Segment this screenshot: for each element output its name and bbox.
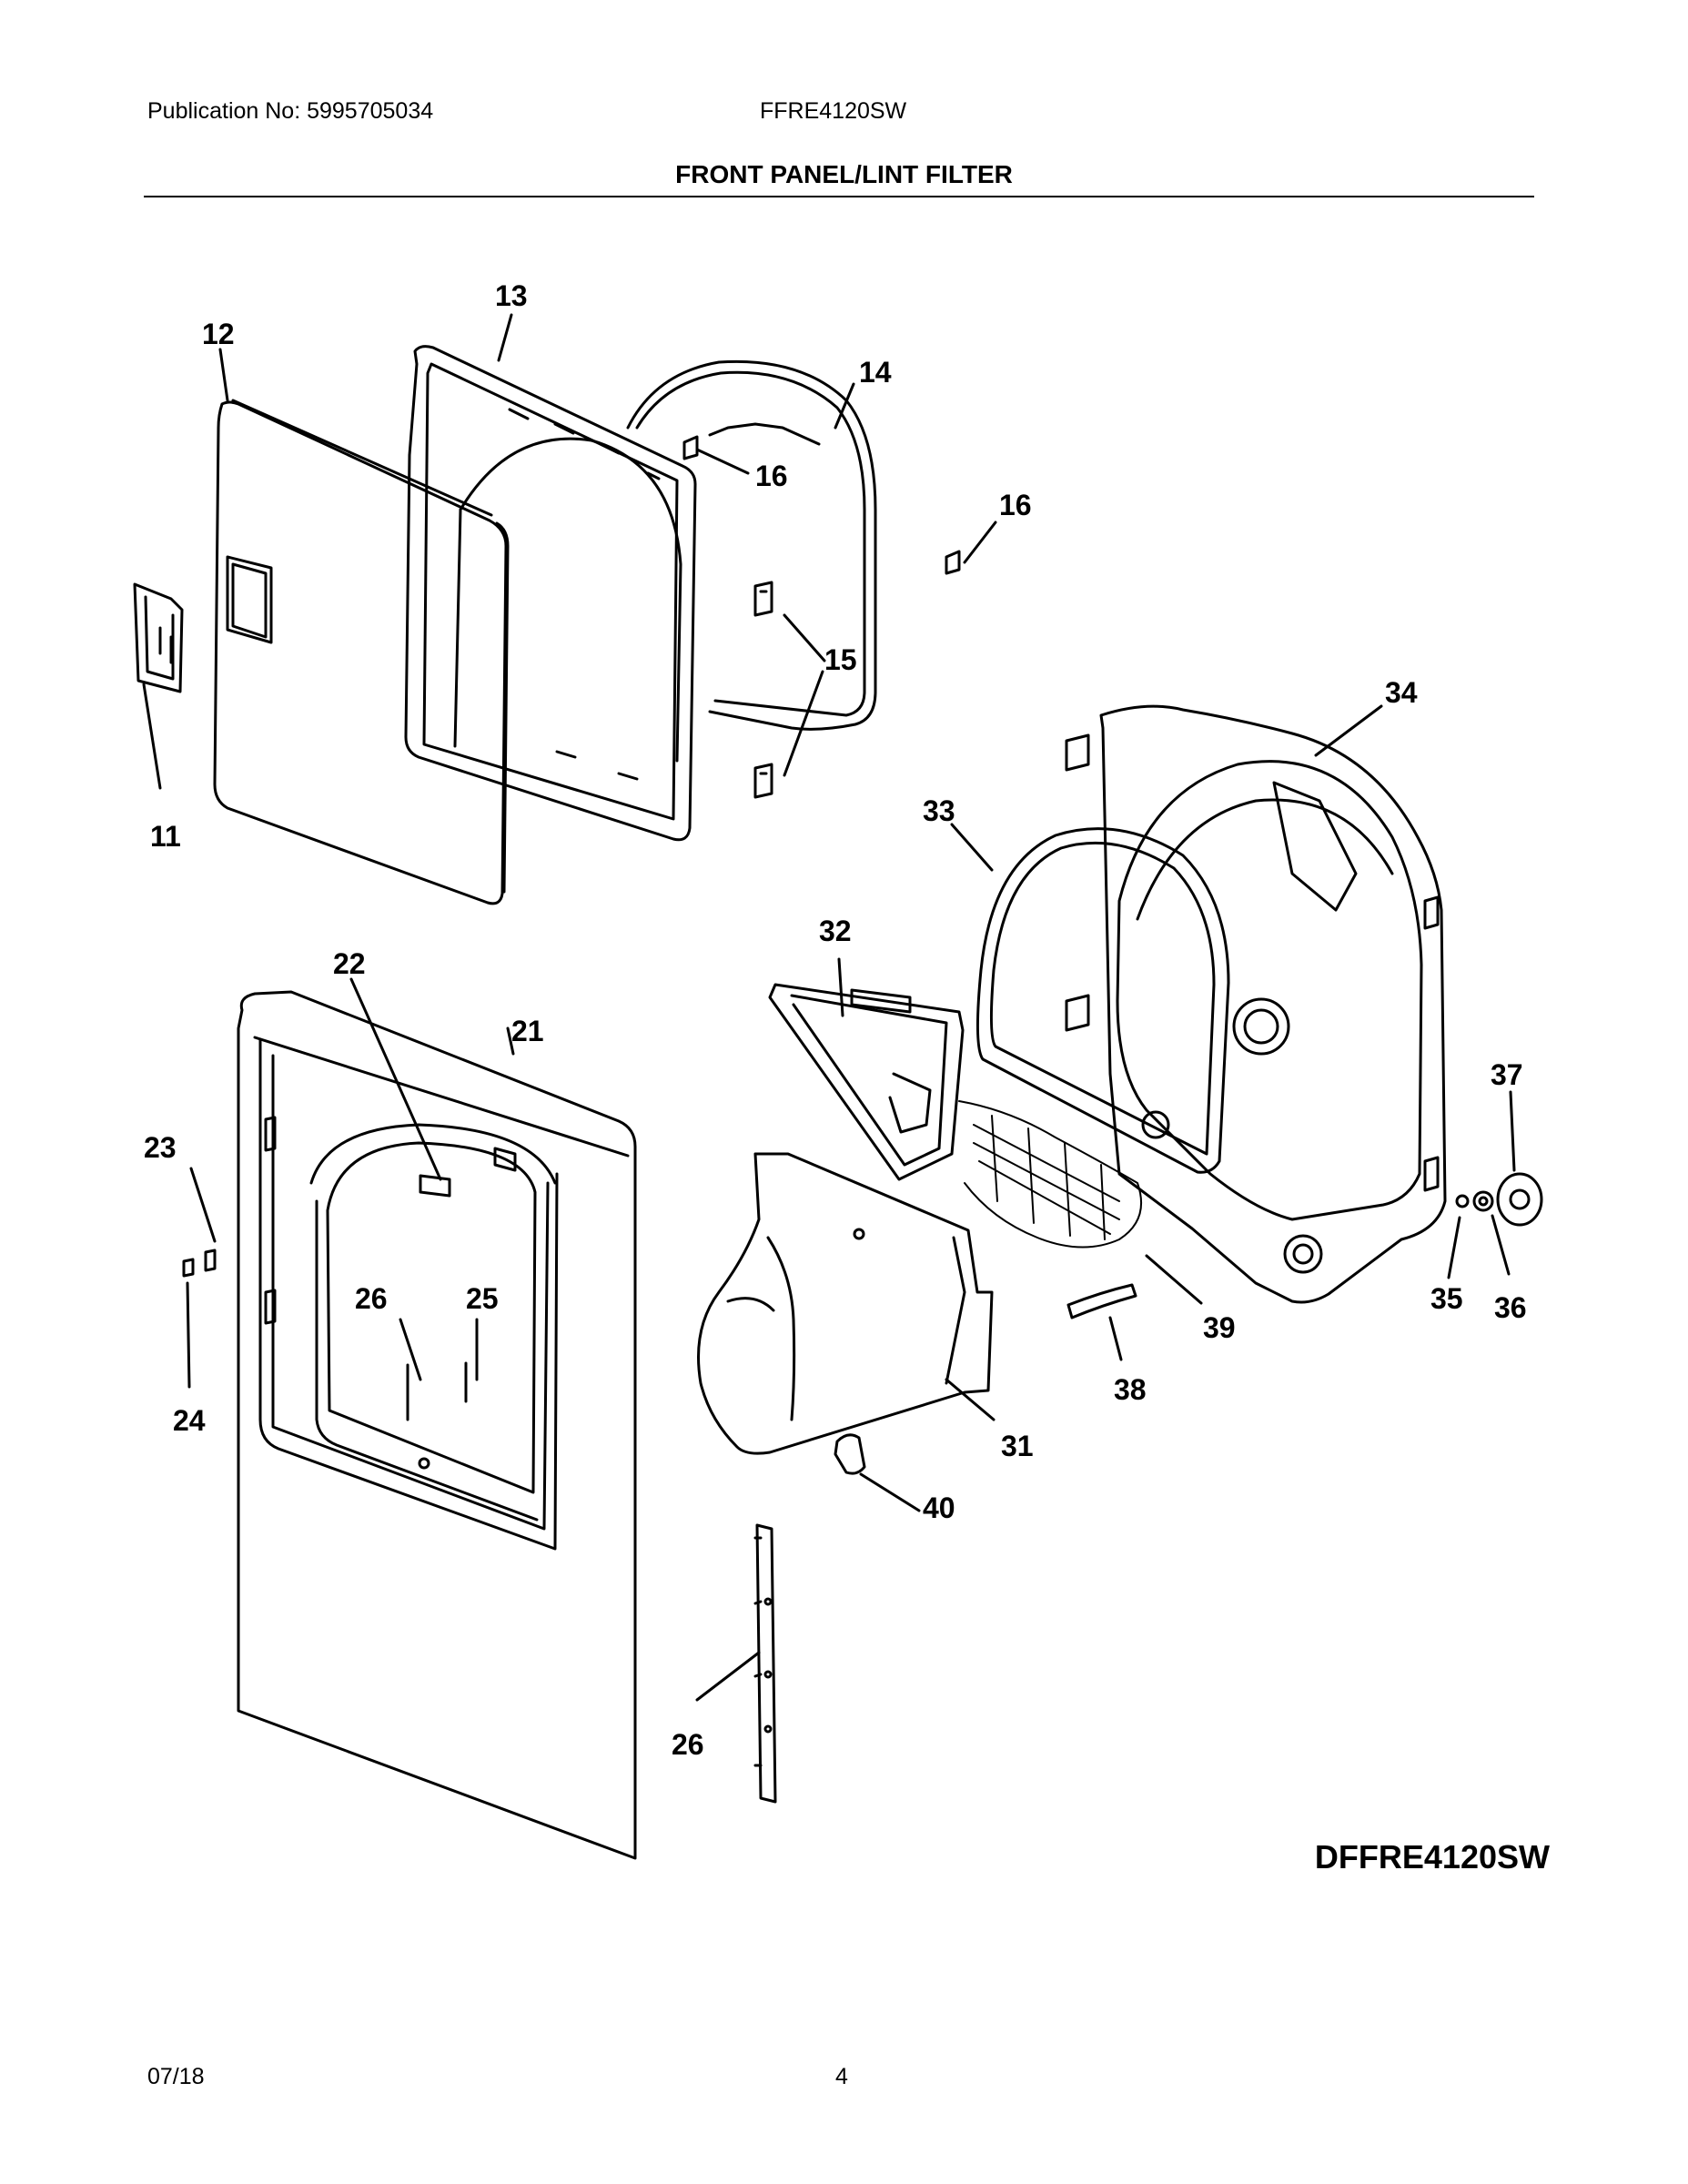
part-26-bracket <box>753 1523 777 1804</box>
callout-15: 15 <box>824 643 857 676</box>
callout-32: 32 <box>819 915 852 947</box>
part-15-hinges <box>753 581 773 799</box>
callout-33: 33 <box>923 794 955 827</box>
part-14-door-liner <box>626 359 877 731</box>
callout-11: 11 <box>150 820 181 853</box>
part-23-24-small-parts <box>182 1249 217 1278</box>
callout-16-a: 16 <box>755 460 788 492</box>
part-39-lint-screen <box>958 1100 1142 1249</box>
callout-14: 14 <box>859 356 892 389</box>
part-35-36-37-bearing <box>1455 1172 1543 1227</box>
callout-25: 25 <box>466 1282 499 1315</box>
callout-34: 34 <box>1385 676 1418 709</box>
diagram-id-label: DFFRE4120SW <box>1314 1838 1550 1876</box>
part-13-door-frame <box>404 345 697 842</box>
header-divider <box>144 196 1534 197</box>
callout-24: 24 <box>173 1404 206 1437</box>
callout-13: 13 <box>495 279 528 312</box>
part-34-front-bulkhead <box>1065 704 1447 1304</box>
callout-22: 22 <box>333 947 366 980</box>
callout-26-b: 26 <box>672 1728 704 1761</box>
callout-39: 39 <box>1203 1311 1236 1344</box>
callout-38: 38 <box>1114 1373 1147 1406</box>
callout-40: 40 <box>923 1491 955 1524</box>
callout-31: 31 <box>1001 1430 1034 1462</box>
callout-16-b: 16 <box>999 489 1032 521</box>
page-title: FRONT PANEL/LINT FILTER <box>675 160 1013 188</box>
callout-26-a: 26 <box>355 1282 388 1315</box>
model-number: FFRE4120SW <box>760 98 907 124</box>
part-21-front-panel <box>237 990 637 1860</box>
part-32-lint-filter <box>768 983 965 1181</box>
part-38-sensor <box>1066 1283 1137 1320</box>
callout-37: 37 <box>1491 1058 1523 1091</box>
part-31-lint-duct <box>697 1152 994 1455</box>
callout-21: 21 <box>511 1015 544 1047</box>
callout-36: 36 <box>1494 1291 1527 1324</box>
publication-number: Publication No: 5995705034 <box>147 98 434 124</box>
callout-23: 23 <box>144 1131 177 1164</box>
part-16-clips <box>682 435 961 575</box>
part-33-bulkhead-seal <box>975 827 1230 1174</box>
part-12-door-panel <box>213 399 510 905</box>
callout-12: 12 <box>202 318 235 350</box>
part-22-door-switch <box>419 1174 451 1198</box>
page-number: 4 <box>835 2064 848 2089</box>
callout-35: 35 <box>1430 1282 1463 1315</box>
part-40-knob <box>834 1433 866 1475</box>
leader-lines <box>142 313 1516 1702</box>
footer-date: 07/18 <box>147 2064 205 2089</box>
part-11-control-housing <box>133 582 184 693</box>
